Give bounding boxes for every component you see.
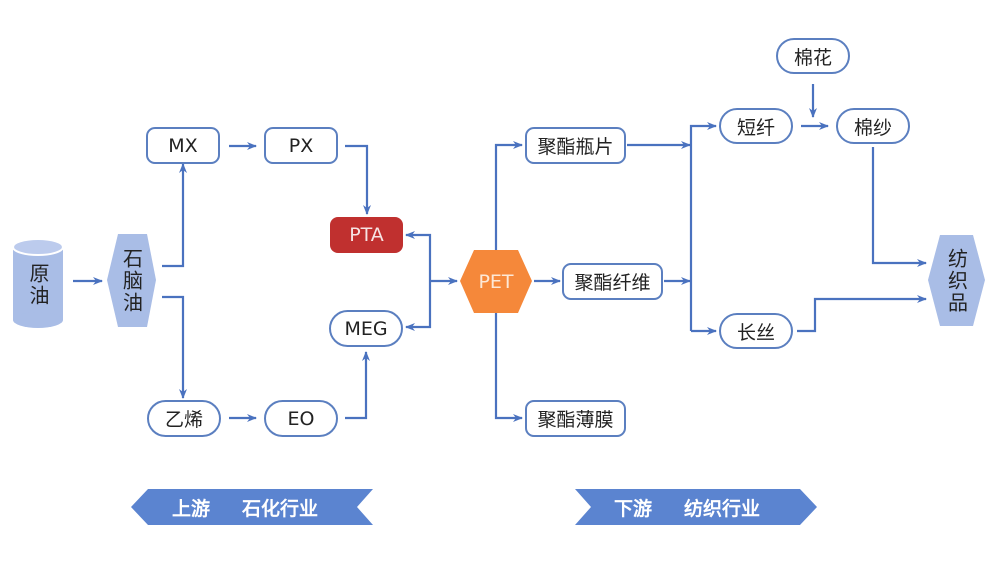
node-cotton-yarn: 棉纱 bbox=[836, 108, 910, 144]
edge-yarn-textiles bbox=[871, 147, 927, 267]
edge-eo-meg bbox=[345, 351, 370, 420]
textiles-hexagon-shape bbox=[928, 235, 985, 326]
edge-junction-staple bbox=[689, 122, 717, 331]
node-pta: PTA bbox=[330, 217, 403, 253]
node-staple-fiber: 短纤 bbox=[719, 108, 793, 144]
pet-hexagon-shape bbox=[460, 250, 532, 313]
edge-pet-film bbox=[494, 313, 523, 422]
node-pet: PET bbox=[478, 270, 514, 293]
downstream-banner-shape bbox=[575, 489, 817, 525]
upstream-banner-shape bbox=[131, 489, 373, 525]
node-meg: MEG bbox=[329, 310, 403, 347]
downstream-stage-label: 下游 bbox=[614, 497, 653, 520]
node-bottle-chip: 聚酯瓶片 bbox=[525, 127, 626, 164]
downstream-banner: 下游 纺织行业 bbox=[614, 489, 760, 525]
edge-pet-pta bbox=[405, 231, 432, 281]
node-cotton: 棉花 bbox=[776, 38, 850, 74]
edge-filament-textiles bbox=[797, 295, 927, 333]
edge-pet-bottle bbox=[494, 141, 523, 250]
node-filament: 长丝 bbox=[719, 313, 793, 349]
edge-px-pta bbox=[345, 144, 371, 215]
node-naphtha: 石脑油 bbox=[119, 248, 144, 314]
edge-naphtha-ethylene bbox=[162, 295, 187, 399]
upstream-banner: 上游 石化行业 bbox=[172, 489, 318, 525]
edge-pet-meg bbox=[405, 281, 432, 331]
downstream-industry-label: 纺织行业 bbox=[684, 497, 761, 520]
upstream-stage-label: 上游 bbox=[172, 497, 211, 520]
connectors bbox=[73, 84, 927, 422]
upstream-industry-label: 石化行业 bbox=[242, 497, 319, 520]
node-crude-oil: 原油 bbox=[26, 263, 50, 307]
crude-oil-cylinder-icon bbox=[12, 238, 64, 328]
node-mx: MX bbox=[146, 127, 220, 164]
node-ethylene: 乙烯 bbox=[147, 400, 221, 437]
node-polyester-fiber: 聚酯纤维 bbox=[562, 263, 663, 300]
node-polyester-film: 聚酯薄膜 bbox=[525, 400, 626, 437]
node-textiles: 纺织品 bbox=[944, 248, 969, 314]
naphtha-hexagon-shape bbox=[107, 234, 156, 327]
node-px: PX bbox=[264, 127, 338, 164]
node-eo: EO bbox=[264, 400, 338, 437]
edge-naphtha-mx bbox=[162, 163, 187, 268]
